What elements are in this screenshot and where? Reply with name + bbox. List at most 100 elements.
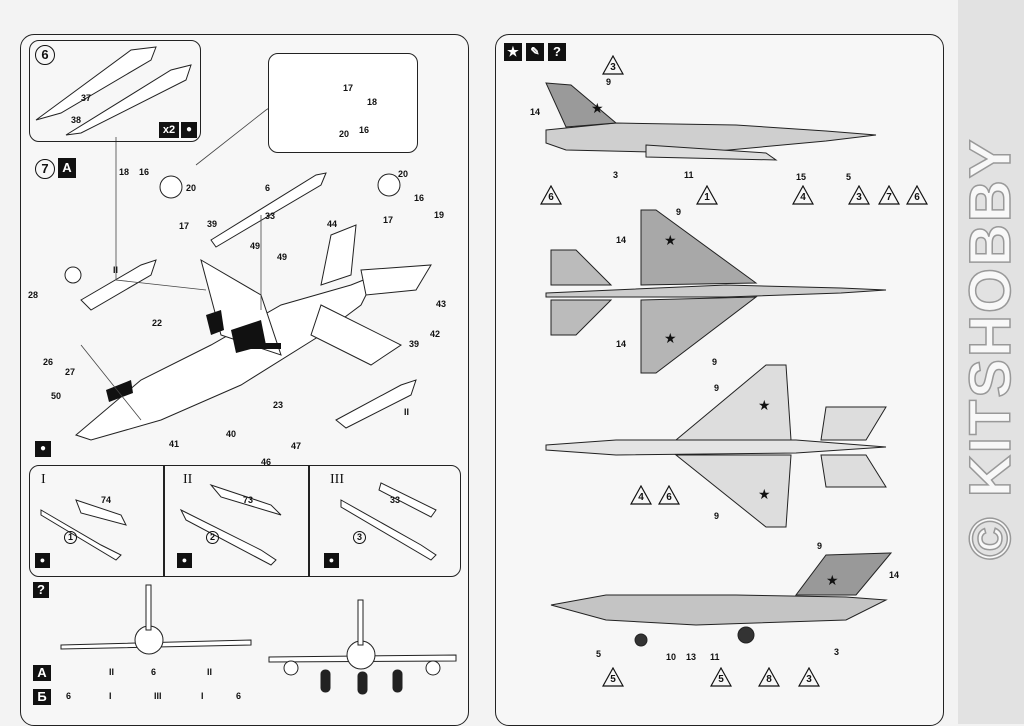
glue-drop-icon: ● — [35, 441, 51, 457]
part-number: 18 — [367, 97, 378, 107]
assembly-drawings — [35, 46, 457, 695]
paint-number: 6 — [548, 192, 554, 203]
part-number: 16 — [139, 167, 150, 177]
part-number: 27 — [65, 367, 76, 377]
station-weapon: I — [201, 691, 204, 701]
paint-number: 6 — [666, 492, 672, 503]
paint-number: 1 — [704, 192, 710, 203]
part-number: 26 — [43, 357, 54, 367]
weapon-number: 1 — [64, 531, 77, 544]
part-number: 18 — [119, 167, 130, 177]
part-number: 28 — [28, 290, 39, 300]
paint-number: 8 — [766, 674, 772, 685]
divider — [163, 466, 165, 576]
step-number: 7 — [35, 159, 55, 179]
paint-number: 7 — [886, 192, 892, 203]
station-weapon: 6 — [236, 691, 242, 701]
part-number: 39 — [207, 219, 218, 229]
paint-number: 9 — [606, 77, 612, 87]
variant-a-badge: А — [33, 665, 51, 681]
paint-number: 14 — [616, 235, 627, 245]
station-weapon: 6 — [151, 667, 157, 677]
part-number: 20 — [398, 169, 409, 179]
paint-callout-triangle: 4 — [792, 185, 814, 205]
weapon-number: 3 — [353, 531, 366, 544]
part-number: 20 — [186, 183, 197, 193]
part-number: 17 — [383, 215, 394, 225]
divider — [308, 466, 310, 576]
part-number: 49 — [277, 252, 288, 262]
variant-badge: A — [58, 158, 76, 178]
paint-number: 9 — [712, 357, 718, 367]
station-weapon: I — [109, 691, 112, 701]
paint-number: 3 — [610, 62, 616, 73]
glue-drop-icon: ● — [181, 122, 197, 138]
paint-callout-triangle: 6 — [540, 185, 562, 205]
station-weapon: II — [109, 667, 115, 677]
paint-number: 14 — [889, 570, 900, 580]
brush-icon: ✎ — [526, 43, 544, 61]
part-number: 16 — [414, 193, 425, 203]
variant-b-badge: Б — [33, 689, 51, 705]
paint-callout-triangle: 4 — [630, 485, 652, 505]
part-number: 23 — [273, 400, 284, 410]
part-number: 6 — [265, 183, 271, 193]
part-number: 46 — [261, 457, 272, 467]
paint-number: 3 — [834, 647, 840, 657]
part-number: 33 — [390, 495, 401, 505]
paint-legend-header: ★ ✎ ? — [504, 43, 566, 61]
weapon-number: 2 — [206, 531, 219, 544]
paint-callout-triangle: 8 — [758, 667, 780, 687]
weapons-box — [29, 465, 461, 577]
part-number: II — [113, 265, 119, 275]
star-icon: ★ — [504, 43, 522, 61]
svg-text:★: ★ — [758, 486, 771, 502]
aircraft-profiles: ★★★ ★★★ — [545, 82, 893, 647]
paint-number: 4 — [638, 492, 644, 503]
paint-number: 10 — [666, 652, 677, 662]
part-number: 17 — [179, 221, 190, 231]
paint-callout-triangle: 7 — [878, 185, 900, 205]
part-number: 38 — [71, 115, 82, 125]
paint-number: 14 — [530, 107, 541, 117]
part-number: 20 — [339, 129, 350, 139]
glue-drop-icon: ● — [177, 553, 192, 568]
part-number: 49 — [250, 241, 261, 251]
paint-number: 14 — [616, 339, 627, 349]
part-number: 22 — [152, 318, 163, 328]
detail-inset — [268, 53, 418, 153]
paint-number: 11 — [684, 170, 694, 180]
weapon-set-label: III — [330, 472, 344, 487]
paint-callout-triangle: 3 — [798, 667, 820, 687]
part-number: 47 — [291, 441, 302, 451]
paint-number: 3 — [806, 674, 812, 685]
question-icon: ? — [33, 582, 49, 598]
paint-number: 15 — [796, 172, 807, 182]
paint-callout-triangle: 1 — [696, 185, 718, 205]
paint-number: 9 — [714, 383, 720, 393]
paint-number: 9 — [676, 207, 682, 217]
paint-number: 4 — [800, 192, 806, 203]
station-weapon: 6 — [66, 691, 72, 701]
station-weapon: III — [154, 691, 162, 701]
paint-number: 9 — [714, 511, 720, 521]
paint-number: 6 — [914, 192, 920, 203]
svg-text:★: ★ — [826, 572, 839, 588]
scan-edge — [958, 0, 1024, 724]
paint-number: 5 — [596, 649, 602, 659]
part-number: 16 — [359, 125, 370, 135]
part-number: 41 — [169, 439, 180, 449]
part-number: 39 — [409, 339, 420, 349]
part-number: 42 — [430, 329, 441, 339]
weapon-set-label: I — [41, 472, 46, 487]
part-number: 73 — [243, 495, 254, 505]
svg-text:★: ★ — [758, 397, 771, 413]
paint-callout-triangle: 3 — [602, 55, 624, 75]
question-icon: ? — [548, 43, 566, 61]
paint-number: 5 — [610, 674, 616, 685]
part-number: 37 — [81, 93, 92, 103]
paint-number: 13 — [686, 652, 697, 662]
part-number: 74 — [101, 495, 112, 505]
step-number: 6 — [35, 45, 55, 65]
